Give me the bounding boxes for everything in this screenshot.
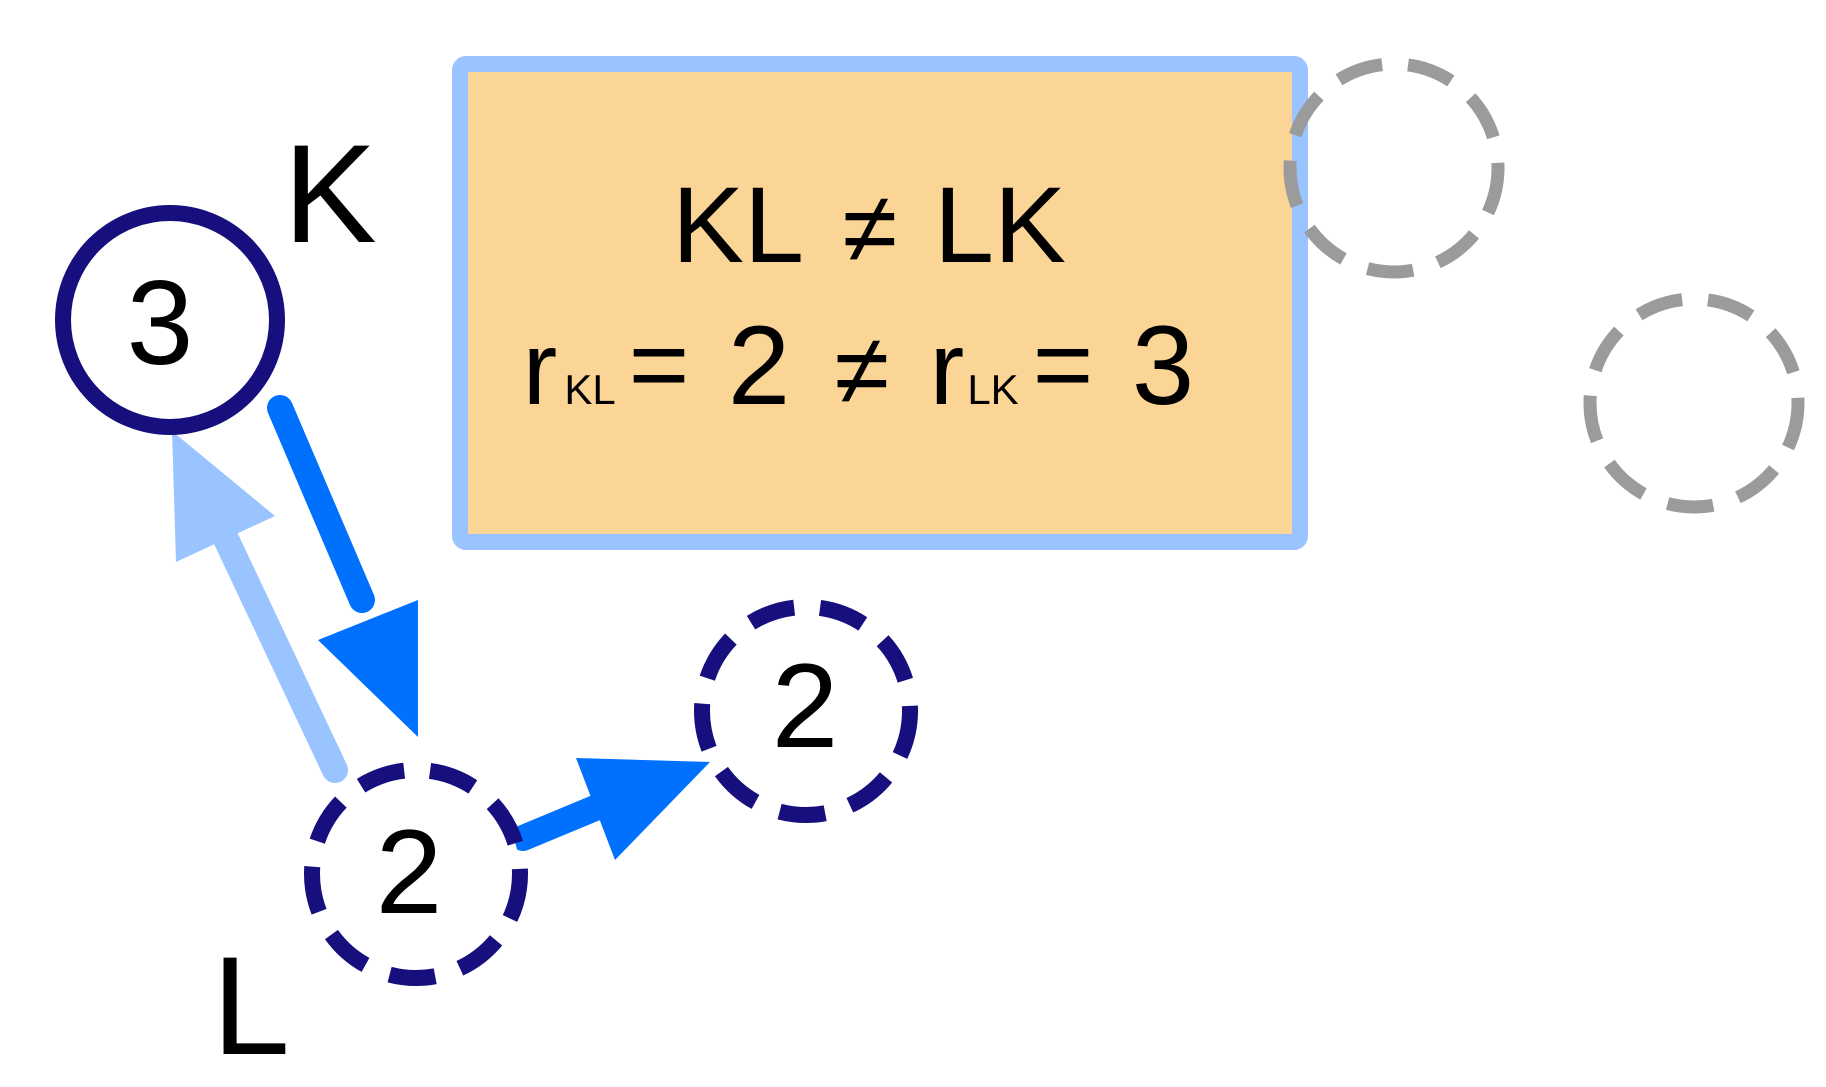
note-box: KL ≠ LK r KL = 2 ≠ r LK = 3 [452,56,1308,550]
node-k-value: 3 [127,256,194,390]
note-subscript-lk: LK [967,366,1018,413]
edge-k-to-l-shaft [267,395,375,613]
note-subscript-kl: KL [564,366,615,413]
note-equals-lk: = [1033,307,1094,423]
node-l: 2 [304,762,528,986]
node-m: 2 [694,599,918,823]
ghost-node-right [1583,292,1805,514]
ghost-node-top [1283,57,1505,279]
note-value-lk: 3 [1132,303,1194,428]
node-m-circle [694,599,918,823]
node-m-value: 2 [772,639,839,773]
edge-k-to-l-arrowhead [318,600,418,737]
note-value-kl: 2 [728,303,790,428]
edge-l-to-m [510,758,710,860]
note-lk-text: LK [934,164,1066,285]
note-equals-kl: = [629,307,690,423]
note-neq-symbol-2: ≠ [835,314,890,426]
note-r-symbol-kl: r [523,311,558,427]
edge-l-to-m-arrowhead [576,758,710,860]
note-kl-text: KL [672,164,804,285]
node-k-circle [55,205,285,435]
note-line-2: r KL = 2 ≠ r LK = 3 [523,303,1194,428]
note-r-symbol-lk: r [930,311,965,427]
node-k-label: K [283,115,376,272]
edge-l-to-k-shaft [205,509,348,783]
node-l-label: L [212,927,290,1084]
node-l-circle [304,762,528,986]
edge-l-to-k [172,431,348,783]
node-k: 3 [55,205,285,435]
node-l-value: 2 [376,805,443,939]
edge-l-to-m-shaft [510,793,613,851]
edge-l-to-k-arrowhead [172,431,275,562]
note-line-1: KL ≠ LK [672,164,1066,285]
note-neq-symbol: ≠ [843,172,898,284]
edge-k-to-l [267,395,418,737]
note-box-frame [452,56,1308,550]
